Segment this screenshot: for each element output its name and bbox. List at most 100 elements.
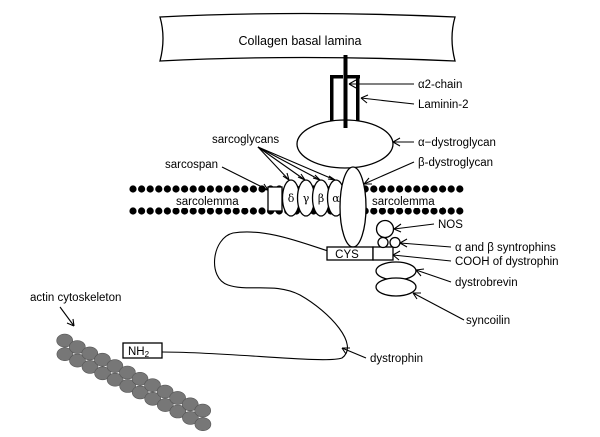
actin-monomer bbox=[56, 333, 73, 348]
sarcospan-arrow bbox=[259, 183, 269, 191]
actin-monomer bbox=[131, 371, 149, 386]
cooh-arrow bbox=[392, 250, 401, 261]
sarcoglycans-label: sarcoglycans bbox=[212, 134, 279, 146]
laminin-right-cap bbox=[347, 75, 360, 79]
laminin2-leader bbox=[360, 97, 415, 105]
membrane-bead bbox=[404, 207, 412, 215]
actin-monomer bbox=[81, 346, 99, 361]
beta-dystroglycan bbox=[339, 166, 367, 248]
membrane-bead bbox=[456, 185, 464, 193]
actin-monomer bbox=[157, 398, 174, 412]
syncoilin-arrow bbox=[412, 292, 421, 300]
membrane-bead bbox=[387, 185, 395, 193]
actin-monomer bbox=[81, 360, 99, 374]
sarcoglycans-leader-delta bbox=[257, 146, 290, 181]
cys-label: CYS bbox=[335, 249, 359, 261]
membrane-bead bbox=[198, 185, 206, 193]
nh2-terminus bbox=[122, 342, 163, 359]
membrane-bead bbox=[224, 207, 232, 215]
membrane-bead bbox=[370, 185, 378, 193]
membrane-bead bbox=[215, 185, 223, 193]
actin-monomer bbox=[69, 353, 86, 368]
membrane-bead bbox=[155, 207, 163, 215]
beta-dystroglycan-arrow bbox=[363, 177, 372, 185]
membrane-bead bbox=[206, 185, 214, 193]
nos-leader bbox=[393, 223, 435, 230]
actin-monomer bbox=[106, 372, 124, 387]
delta-letter: δ bbox=[288, 192, 295, 205]
membrane-bead bbox=[146, 207, 154, 215]
beta-dystroglycan-label: β-dystroglycan bbox=[418, 157, 493, 169]
cooh-domain bbox=[372, 246, 394, 261]
sarcoglycans-arrowheads bbox=[282, 172, 336, 181]
membrane-bead bbox=[396, 207, 404, 215]
sarcospan-leader bbox=[221, 166, 269, 191]
membrane-bead bbox=[249, 207, 257, 215]
membrane-bead bbox=[241, 185, 249, 193]
membrane-bead bbox=[370, 207, 378, 215]
membrane-bead bbox=[181, 207, 189, 215]
membrane-bead bbox=[163, 207, 171, 215]
dystrobrevin bbox=[375, 261, 417, 281]
membrane-bead bbox=[129, 207, 137, 215]
actin-cytoskeleton-filament bbox=[56, 333, 212, 432]
actin-monomer bbox=[194, 417, 212, 432]
laminin-right-bar bbox=[356, 78, 360, 122]
membrane-bead bbox=[249, 185, 257, 193]
actin-monomer bbox=[182, 411, 199, 425]
membrane-bead bbox=[456, 207, 464, 215]
beta-letter: β bbox=[318, 192, 324, 205]
syncoilin-leader bbox=[412, 292, 465, 321]
membrane-bead bbox=[447, 207, 455, 215]
membrane-bead bbox=[232, 207, 240, 215]
basal-lamina-label: Collagen basal lamina bbox=[239, 34, 362, 48]
membrane-bead bbox=[421, 207, 429, 215]
actin-monomer bbox=[169, 391, 186, 405]
alpha2-chain bbox=[343, 55, 348, 129]
membrane-bead bbox=[232, 185, 240, 193]
syntrophins-label: α and β syntrophins bbox=[455, 242, 556, 254]
membrane-bead bbox=[138, 207, 146, 215]
alpha2-chain-arrow bbox=[348, 79, 357, 89]
sarcolemma-left-bg bbox=[173, 194, 249, 208]
alpha2-chain-lower bbox=[343, 118, 348, 128]
actin-monomer bbox=[194, 403, 211, 418]
actin-monomer bbox=[131, 385, 149, 400]
membrane-bead bbox=[396, 185, 404, 193]
sarcolemma-right-bg bbox=[370, 194, 442, 208]
dystrophin-arrow bbox=[341, 347, 350, 355]
basal-lamina: Collagen basal lamina bbox=[159, 12, 456, 62]
membrane-bead bbox=[189, 185, 197, 193]
nh2-subscript: 2 bbox=[145, 350, 150, 359]
cooh-label: COOH of dystrophin bbox=[455, 256, 559, 268]
sarcoglycans-leader-beta bbox=[257, 146, 321, 181]
membrane-bead bbox=[172, 185, 180, 193]
membrane-bead bbox=[146, 185, 154, 193]
alpha-dystroglycan-arrow bbox=[392, 137, 401, 147]
sarcoglycans-leader-alpha bbox=[257, 146, 336, 181]
dystrophin-rod bbox=[161, 231, 348, 361]
alpha-letter: α bbox=[332, 192, 340, 205]
sarcoglycans-leader-gamma bbox=[257, 146, 306, 181]
actin-monomer bbox=[144, 378, 161, 393]
syntrophin-2 bbox=[389, 236, 401, 249]
laminin2-label: Laminin-2 bbox=[418, 99, 469, 111]
laminin-left-cap bbox=[330, 75, 343, 79]
membrane-bead bbox=[439, 207, 447, 215]
beta-dystroglycan-leader bbox=[363, 161, 415, 185]
membrane-bead bbox=[181, 185, 189, 193]
laminin2-arrow bbox=[360, 94, 369, 104]
syntrophin-1 bbox=[377, 236, 389, 249]
actin-monomer bbox=[119, 365, 136, 380]
actin-monomer bbox=[94, 366, 111, 381]
laminin-2 bbox=[330, 55, 360, 129]
dystrobrevin-leader bbox=[415, 269, 452, 283]
actin-monomer bbox=[169, 404, 187, 419]
actin-monomer bbox=[56, 347, 74, 362]
membrane-bead bbox=[447, 185, 455, 193]
membrane-bead bbox=[172, 207, 180, 215]
membrane-bead bbox=[258, 207, 266, 215]
nh2-main-text: NH bbox=[128, 346, 145, 358]
syncoilin bbox=[375, 277, 417, 297]
